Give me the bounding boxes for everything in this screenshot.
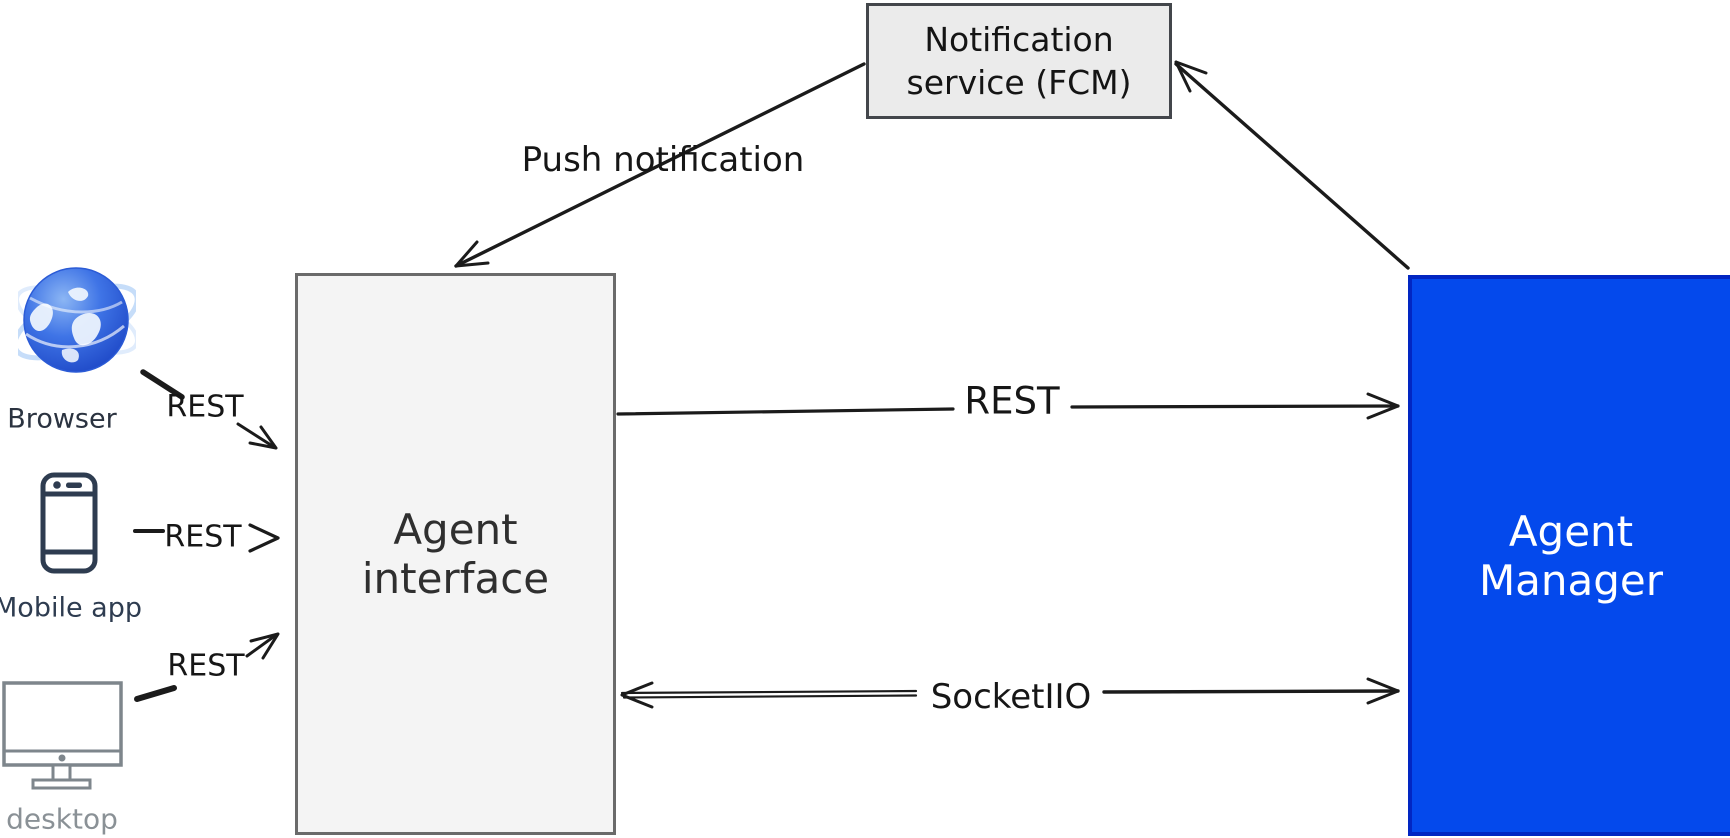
- desktop-caption: desktop: [6, 802, 118, 836]
- rest-main-label: REST: [964, 379, 1060, 423]
- globe-icon: [18, 267, 136, 373]
- rest-browser-label: REST: [166, 389, 244, 425]
- arrow-manager-to-fcm: [1174, 60, 1410, 270]
- notification-service-label-line2: service (FCM): [906, 63, 1132, 102]
- notification-service-label-line1: Notification: [924, 20, 1114, 59]
- smartphone-icon: [40, 472, 98, 574]
- agent-interface-label: Agent interface: [361, 505, 550, 603]
- mobile-app-caption: Mobile app: [0, 592, 142, 624]
- node-notification-service: Notification service (FCM): [866, 3, 1172, 119]
- browser-caption: Browser: [7, 403, 117, 435]
- agent-manager-label: Agent Manager: [1478, 506, 1664, 605]
- rest-desktop-label: REST: [167, 648, 245, 684]
- push-notification-label: Push notification: [521, 140, 805, 180]
- node-agent-interface: Agent interface: [295, 273, 616, 835]
- socket-label: SocketIIO: [930, 677, 1092, 717]
- node-agent-manager: Agent Manager: [1408, 275, 1730, 836]
- rest-mobile-label: REST: [164, 519, 242, 555]
- monitor-icon: [2, 681, 123, 790]
